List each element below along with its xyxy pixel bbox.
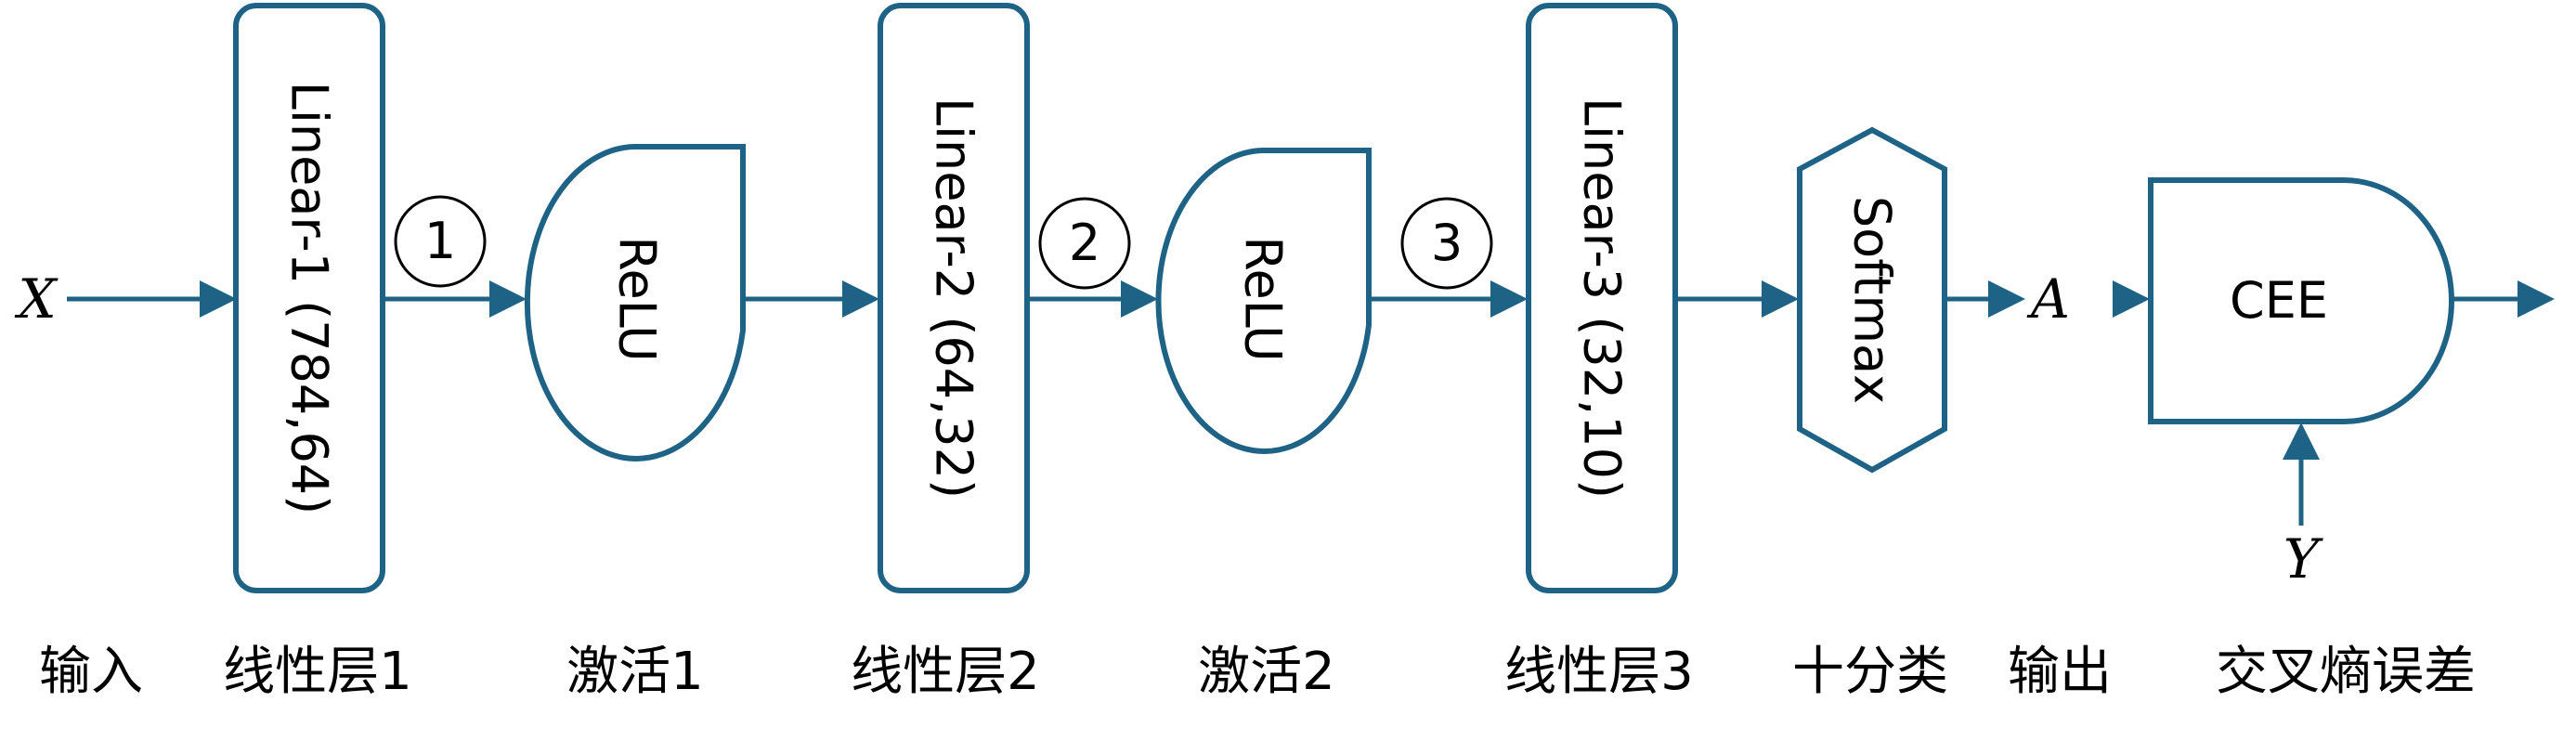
softmax-block: Softmax bbox=[1797, 126, 1947, 474]
step-3-label: 3 bbox=[1431, 214, 1463, 272]
label-var-y: Y bbox=[2283, 527, 2323, 591]
relu2-block: ReLU bbox=[1155, 148, 1372, 454]
step-2-label: 2 bbox=[1069, 214, 1100, 272]
linear2-label: Linear-2 (64,32) bbox=[925, 98, 983, 499]
caption-linear3: 线性层3 bbox=[1504, 642, 1694, 702]
step-marker-3: 3 bbox=[1400, 197, 1493, 290]
linear1-label: Linear-1 (784,64) bbox=[280, 82, 339, 514]
relu1-label: ReLU bbox=[608, 236, 667, 361]
step-1-label: 1 bbox=[424, 212, 456, 270]
cee-block: CEE bbox=[2148, 177, 2454, 424]
caption-output: 输出 bbox=[2008, 642, 2112, 702]
softmax-label: Softmax bbox=[1843, 196, 1902, 404]
caption-relu2: 激活2 bbox=[1198, 642, 1335, 702]
output-var-a: A bbox=[2026, 267, 2070, 331]
linear1-block: Linear-1 (784,64) bbox=[233, 3, 385, 593]
linear3-block: Linear-3 (32,10) bbox=[1526, 3, 1678, 593]
caption-softmax: 十分类 bbox=[1792, 642, 1948, 702]
caption-input: 输入 bbox=[39, 642, 143, 702]
linear2-block: Linear-2 (64,32) bbox=[878, 3, 1030, 593]
cee-label: CEE bbox=[2230, 271, 2328, 330]
input-var-x: X bbox=[14, 267, 59, 331]
relu2-label: ReLU bbox=[1234, 236, 1293, 361]
caption-cee: 交叉熵误差 bbox=[2216, 642, 2476, 702]
caption-linear1: 线性层1 bbox=[223, 642, 412, 702]
relu1-block: ReLU bbox=[524, 144, 746, 462]
caption-linear2: 线性层2 bbox=[851, 642, 1040, 702]
linear3-label: Linear-3 (32,10) bbox=[1573, 98, 1632, 499]
step-marker-1: 1 bbox=[394, 195, 487, 288]
caption-relu1: 激活1 bbox=[566, 642, 704, 702]
step-marker-2: 2 bbox=[1038, 197, 1131, 290]
